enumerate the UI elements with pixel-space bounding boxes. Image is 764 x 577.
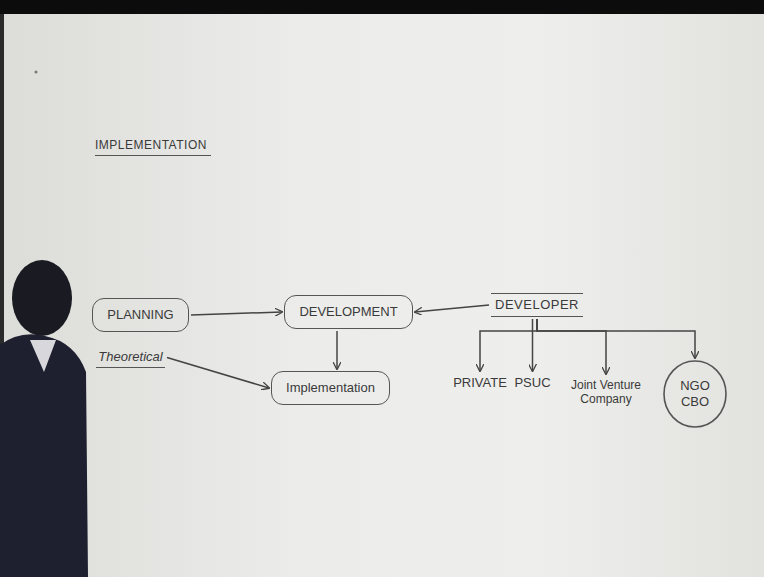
- node-text: PRIVATE: [453, 375, 507, 391]
- connector-arrow: [532, 319, 534, 371]
- board-mark: [35, 71, 38, 74]
- heading: IMPLEMENTATION: [95, 138, 211, 156]
- connector-arrow: [480, 319, 537, 371]
- node-text: NGO CBO: [675, 378, 715, 409]
- node-text: Theoretical: [98, 349, 163, 365]
- text-node: Theoretical: [96, 347, 165, 368]
- connector-arrow: [537, 319, 606, 374]
- node-text: Joint Venture Company: [564, 378, 648, 407]
- connector-arrow: [191, 312, 282, 315]
- text-node: PRIVATE: [450, 373, 510, 393]
- process-box: Implementation: [271, 371, 390, 405]
- connector-arrow: [336, 331, 338, 369]
- node-text: PSUC: [514, 375, 551, 391]
- connector-arrow: [537, 319, 695, 358]
- connector-arrow: [415, 305, 489, 312]
- process-box: PLANNING: [92, 298, 189, 332]
- process-box: DEVELOPMENT: [284, 295, 413, 329]
- node-text: DEVELOPER: [495, 297, 579, 313]
- node-text: PLANNING: [107, 307, 174, 323]
- text-node: Joint Venture Company: [561, 376, 651, 409]
- top-frame-bar: [0, 0, 764, 14]
- connector-arrow: [167, 358, 269, 389]
- presenter-figure: [0, 260, 88, 577]
- text-node: PSUC: [511, 373, 554, 393]
- source-label-node: DEVELOPER: [491, 293, 583, 317]
- circle-node: NGO CBO: [663, 360, 727, 428]
- node-text: Implementation: [286, 380, 375, 396]
- node-text: DEVELOPMENT: [299, 304, 398, 320]
